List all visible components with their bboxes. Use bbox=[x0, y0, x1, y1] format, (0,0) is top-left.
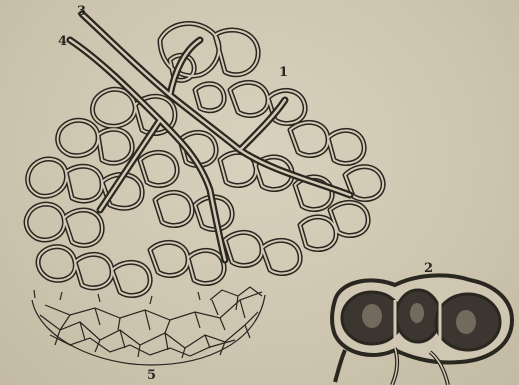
figure-label-2: 2 bbox=[424, 262, 433, 275]
capillary-network-cluster bbox=[26, 24, 383, 296]
figure-label-1: 1 bbox=[279, 66, 288, 79]
figure-label-3: 3 bbox=[77, 5, 86, 18]
enlarged-air-cells bbox=[332, 275, 512, 385]
figure-label-4: 4 bbox=[58, 35, 67, 48]
fine-capillary-mesh bbox=[32, 287, 265, 365]
figure-label-5: 5 bbox=[147, 369, 156, 382]
